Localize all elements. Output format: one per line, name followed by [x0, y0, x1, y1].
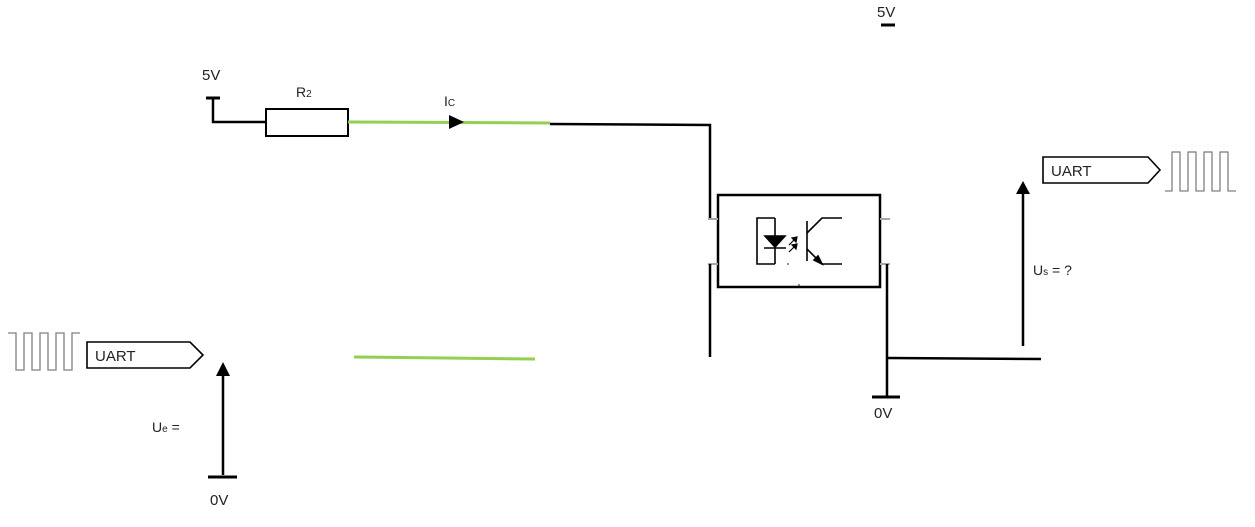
wire-supply-to-resistor — [211, 98, 266, 124]
current-label: IC — [444, 93, 455, 109]
input-voltage-arrowhead — [216, 362, 230, 376]
uart-out-signal-icon — [1165, 151, 1236, 192]
ground-right-label: 0V — [874, 405, 892, 422]
uart-in-port — [86, 341, 205, 369]
wire-highlight-lower — [353, 355, 536, 361]
uart-out-label: UART — [1051, 163, 1092, 180]
phototransistor-icon — [806, 217, 842, 266]
light-emission-arrows — [788, 236, 798, 253]
supply-5v-top-label: 5V — [877, 4, 895, 21]
uart-in-label: UART — [95, 348, 136, 365]
wire-output-bottom — [886, 356, 1042, 361]
uart-out-port — [1042, 156, 1162, 184]
output-voltage-label: Us = ? — [1033, 262, 1072, 278]
ground-left-label: 0V — [210, 492, 228, 509]
uart-in-signal-icon — [8, 332, 80, 371]
current-arrow — [449, 115, 464, 129]
output-voltage-arrowhead — [1016, 181, 1030, 194]
input-voltage-label: Ue = — [152, 419, 180, 435]
led-icon — [756, 217, 787, 265]
optocoupler-mark-2 — [798, 284, 800, 286]
supply-5v-left-label: 5V — [202, 67, 220, 84]
resistor-r2 — [265, 108, 349, 137]
wire-to-optocoupler-pin1 — [549, 122, 712, 218]
optocoupler — [716, 193, 882, 289]
optocoupler-mark-1 — [787, 263, 789, 265]
resistor-label: R2 — [296, 84, 312, 100]
